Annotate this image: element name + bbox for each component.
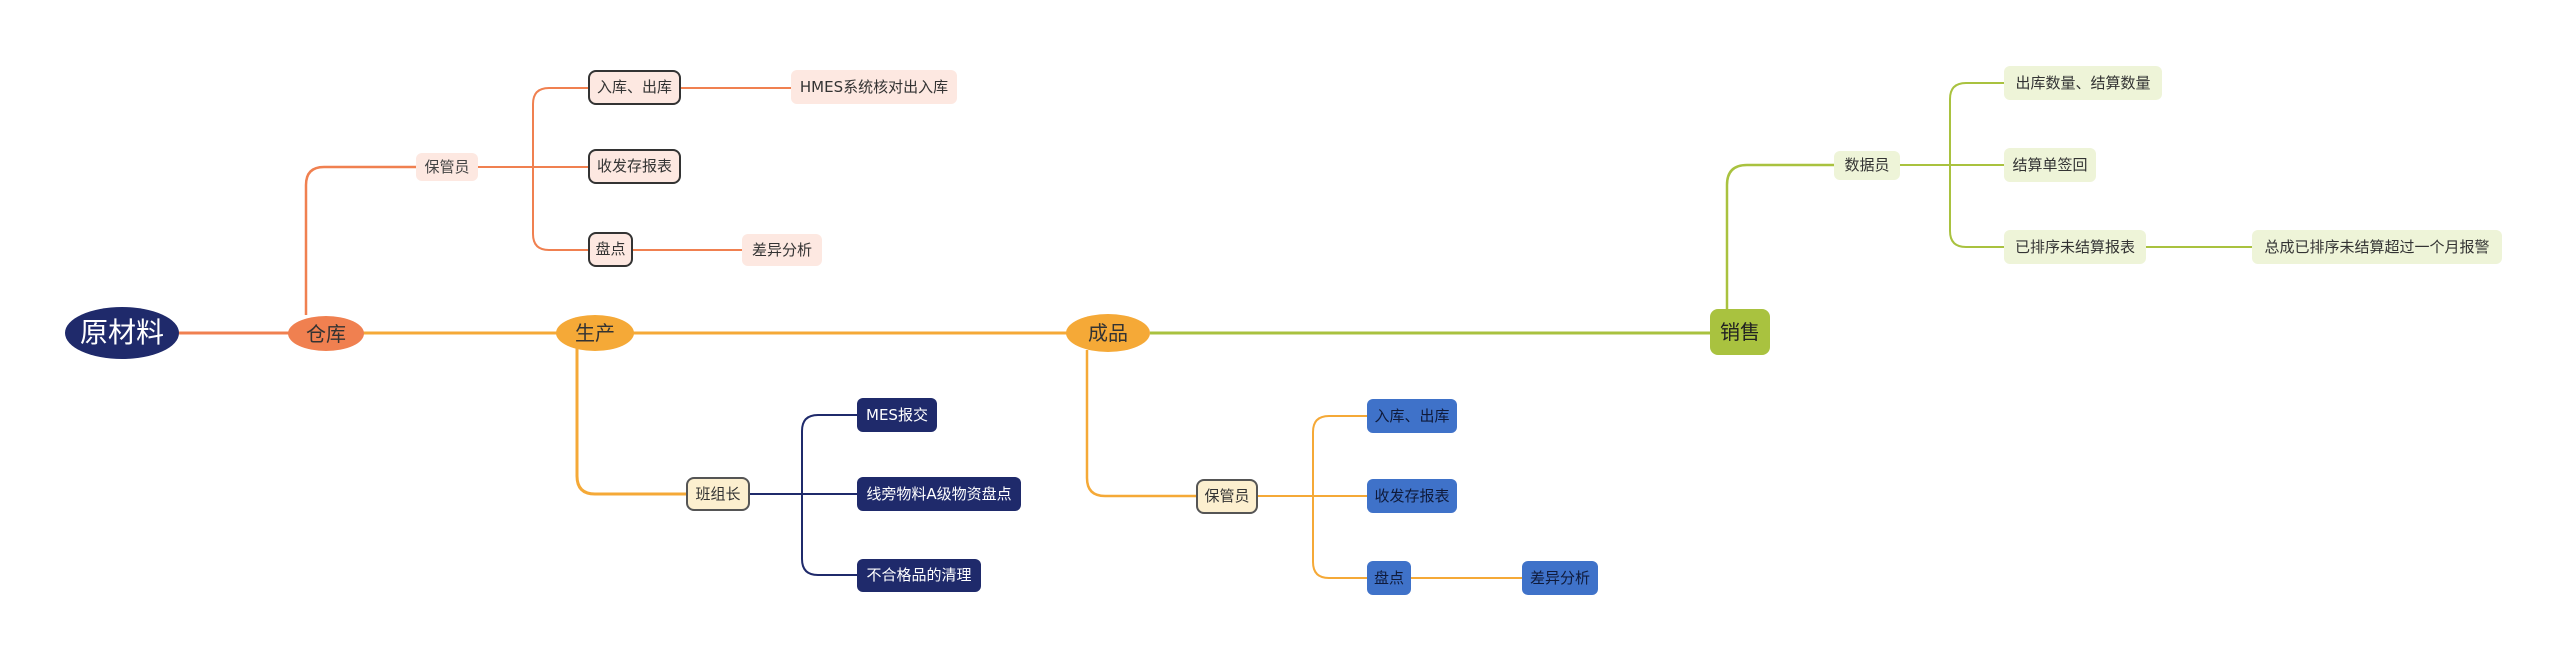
fk-report-node[interactable]: 收发存报表	[1367, 479, 1457, 513]
sales-node[interactable]: 销售	[1710, 309, 1770, 355]
link-team-bracket	[750, 414, 858, 576]
tl-mes-node[interactable]: MES报交	[857, 398, 937, 432]
dc-alarm-node[interactable]: 总成已排序未结算超过一个月报警	[2252, 230, 2502, 264]
warehouse-node[interactable]: 仓库	[288, 316, 364, 351]
data-clerk-node[interactable]: 数据员	[1834, 151, 1900, 180]
root-node[interactable]: 原材料	[65, 307, 179, 359]
dc-receipt-node[interactable]: 结算单签回	[2004, 148, 2096, 182]
wk-report-node[interactable]: 收发存报表	[588, 149, 681, 184]
link-sales-clerk	[1725, 163, 1834, 316]
warehouse-keeper-node[interactable]: 保管员	[416, 153, 478, 181]
fk-in-out-node[interactable]: 入库、出库	[1367, 399, 1457, 433]
dc-unsettled-node[interactable]: 已排序未结算报表	[2004, 230, 2146, 264]
wk-hmes-node[interactable]: HMES系统核对出入库	[791, 70, 957, 104]
production-node[interactable]: 生产	[556, 315, 634, 351]
link-dc-bracket	[1900, 82, 2006, 248]
fk-variance-node[interactable]: 差异分析	[1522, 561, 1598, 595]
link-warehouse-keeper	[304, 165, 418, 315]
link-wk-bracket	[478, 87, 590, 251]
team-leader-node[interactable]: 班组长	[686, 477, 750, 511]
wk-in-out-node[interactable]: 入库、出库	[588, 70, 681, 105]
link-production-team	[575, 348, 688, 496]
finished-node[interactable]: 成品	[1066, 314, 1150, 352]
link-finished-keeper	[1085, 350, 1196, 498]
wk-inventory-node[interactable]: 盘点	[588, 232, 633, 267]
fk-inventory-node[interactable]: 盘点	[1367, 561, 1411, 595]
dc-quantity-node[interactable]: 出库数量、结算数量	[2004, 66, 2162, 100]
wk-variance-node[interactable]: 差异分析	[742, 234, 822, 266]
finished-keeper-node[interactable]: 保管员	[1196, 479, 1258, 514]
link-fk-bracket	[1258, 415, 1368, 579]
tl-defect-node[interactable]: 不合格品的清理	[857, 559, 981, 592]
tl-line-node[interactable]: 线旁物料A级物资盘点	[857, 477, 1021, 511]
